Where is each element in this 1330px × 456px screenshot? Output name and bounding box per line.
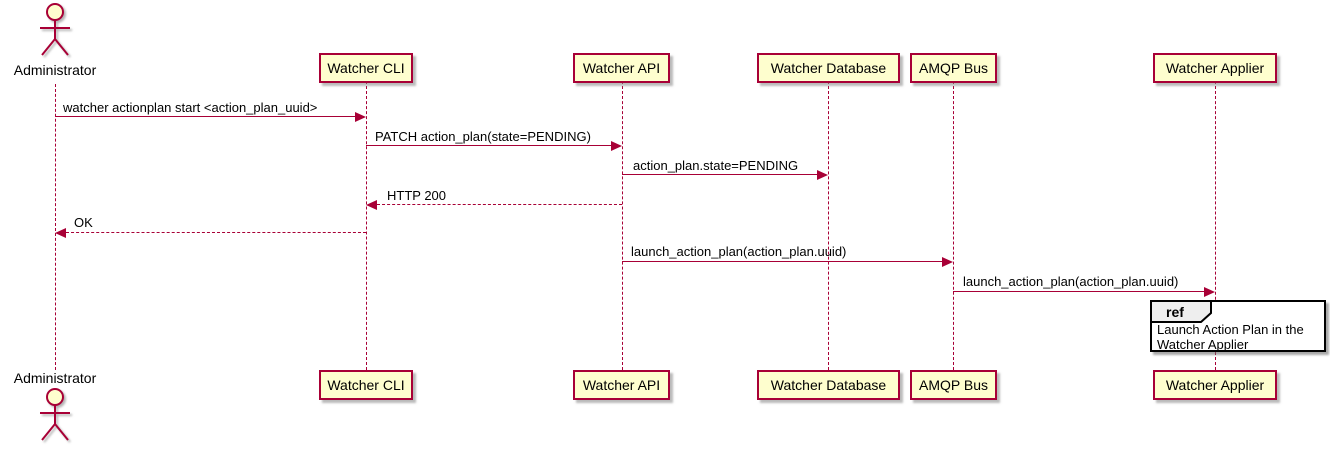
message-line — [622, 174, 817, 175]
message-line — [622, 261, 942, 262]
ref-text: Launch Action Plan in the Watcher Applie… — [1157, 322, 1324, 352]
message-label: action_plan.state=PENDING — [633, 158, 799, 173]
participant-watcher-database: Watcher Database — [757, 53, 900, 83]
message-label: HTTP 200 — [387, 188, 447, 203]
message-label: launch_action_plan(action_plan.uuid) — [631, 244, 847, 259]
participant-label: Watcher Database — [770, 60, 887, 76]
participant-amqp-bus: AMQP Bus — [910, 370, 997, 400]
arrow-head-icon — [55, 228, 66, 238]
participant-label: Watcher API — [582, 60, 661, 76]
arrow-head-icon — [1204, 287, 1215, 297]
actor-icon — [40, 388, 70, 441]
participant-label: Watcher CLI — [327, 60, 405, 76]
ref-tab: ref — [1150, 300, 1212, 323]
participant-amqp-bus: AMQP Bus — [910, 53, 997, 83]
participant-watcher-api: Watcher API — [573, 53, 670, 83]
message-label: launch_action_plan(action_plan.uuid) — [963, 274, 1179, 289]
arrow-head-icon — [611, 141, 622, 151]
ref-keyword: ref — [1166, 304, 1184, 320]
participant-watcher-applier: Watcher Applier — [1153, 370, 1277, 400]
message-line — [55, 116, 355, 117]
participant-label: Watcher Applier — [1165, 377, 1265, 393]
participant-watcher-api: Watcher API — [573, 370, 670, 400]
arrow-head-icon — [366, 200, 377, 210]
participant-watcher-database: Watcher Database — [757, 370, 900, 400]
ref-text-line: Launch Action Plan in the — [1157, 322, 1304, 337]
message-label: watcher actionplan start <action_plan_uu… — [63, 100, 318, 115]
participant-label: Watcher Applier — [1165, 60, 1265, 76]
ref-fragment: ref Launch Action Plan in the Watcher Ap… — [1150, 300, 1326, 352]
ref-text-line: Watcher Applier — [1157, 337, 1249, 352]
participant-label: AMQP Bus — [919, 60, 988, 76]
participant-label: Watcher CLI — [327, 377, 405, 393]
participant-label: Watcher API — [582, 377, 661, 393]
message-line — [366, 145, 611, 146]
lifeline-watcher-applier — [1215, 81, 1216, 370]
arrow-head-icon — [942, 257, 953, 267]
participant-label: Watcher Database — [770, 377, 887, 393]
message-line — [953, 291, 1204, 292]
participant-watcher-cli: Watcher CLI — [319, 370, 413, 400]
actor-icon — [40, 3, 70, 56]
participant-label: AMQP Bus — [919, 377, 988, 393]
message-line — [377, 204, 622, 205]
message-label: PATCH action_plan(state=PENDING) — [375, 129, 591, 144]
arrow-head-icon — [355, 112, 366, 122]
lifeline-administrator — [55, 84, 56, 370]
lifeline-watcher-cli — [366, 81, 367, 370]
participant-watcher-cli: Watcher CLI — [319, 53, 413, 83]
lifeline-watcher-database — [828, 81, 829, 370]
actor-label: Administrator — [13, 370, 97, 386]
participant-watcher-applier: Watcher Applier — [1153, 53, 1277, 83]
message-line — [66, 232, 366, 233]
arrow-head-icon — [817, 170, 828, 180]
actor-label: Administrator — [13, 62, 97, 78]
lifeline-amqp-bus — [953, 81, 954, 370]
lifeline-watcher-api — [622, 81, 623, 370]
message-label: OK — [74, 215, 93, 230]
